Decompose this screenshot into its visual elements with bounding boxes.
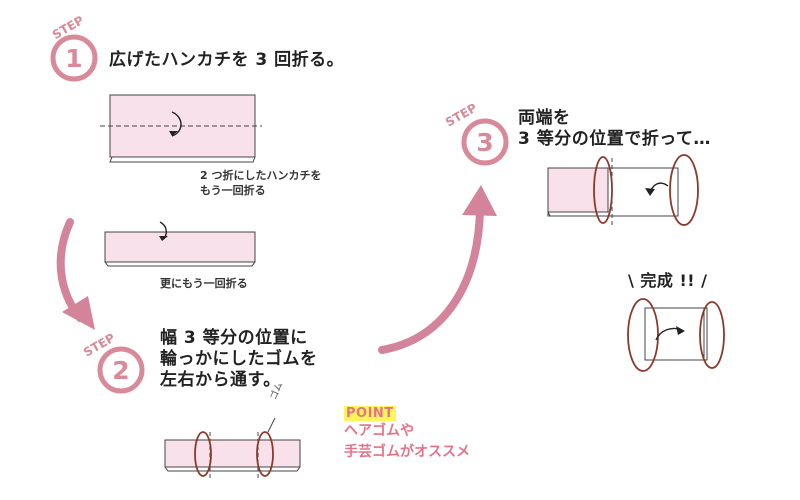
fold-once-more-note: 更にもう一回折る [160, 277, 248, 290]
step-2-number: 2 [112, 356, 129, 385]
step-2-title: 幅 3 等分の位置に 輪っかにしたゴムを 左右から通す。 [160, 328, 318, 391]
step-2-title-line: 幅 3 等分の位置に [160, 328, 308, 348]
point-box: POINT ヘアゴムや 手芸ゴムがオススメ [344, 402, 470, 463]
point-line: 手芸ゴムがオススメ [344, 444, 470, 460]
step-3-title-line: 両端を [518, 108, 571, 128]
step-2-badge [97, 346, 145, 394]
flow-arrow-down [56, 218, 95, 330]
step-1-title: 広げたハンカチを 3 回折る。 [109, 50, 345, 70]
completed-diagram [627, 298, 725, 372]
fold-again-note: 2 つ折にしたハンカチを もう一回折る [200, 168, 321, 198]
step-1-badge [50, 34, 98, 82]
completed-label: \ 完成 !! / [628, 271, 708, 290]
step-3-title-line: 3 等分の位置で折って… [518, 129, 711, 149]
fold-again-note-line: 2 つ折にしたハンカチを [200, 169, 322, 182]
handkerchief-fold-2 [104, 221, 256, 267]
step-2-title-line: 左右から通す。 [160, 370, 281, 390]
fold-again-note-line: もう一回折る [200, 184, 266, 197]
step-1-number: 1 [65, 44, 82, 73]
strip-with-rubber-bands [164, 417, 301, 478]
point-line: ヘアゴムや [344, 423, 414, 439]
flow-arrow-up [378, 185, 497, 354]
step-3-badge [461, 118, 509, 166]
handkerchief-fold-1 [100, 94, 262, 163]
step-3-number: 3 [476, 128, 493, 157]
step-2-title-line: 輪っかにしたゴムを [160, 349, 318, 369]
step-3-title: 両端を 3 等分の位置で折って… [518, 108, 711, 150]
folding-ends-diagram [547, 154, 699, 228]
point-label: POINT [344, 406, 396, 421]
